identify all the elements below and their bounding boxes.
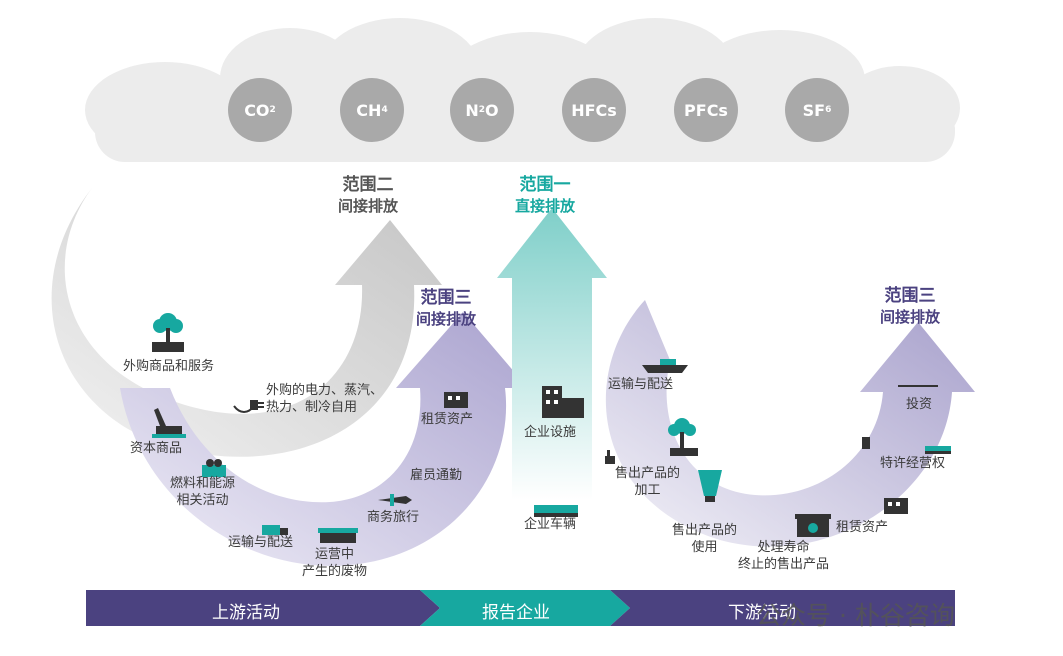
scope3-downstream-arrow: [605, 300, 975, 547]
building-icon-downstream: [884, 498, 908, 514]
excavator-icon: [152, 408, 186, 438]
plug-icon: [233, 400, 264, 413]
scope3-downstream-label: 范围三间接排放: [880, 286, 941, 326]
label-investments: 投资: [906, 397, 933, 412]
label-upstream-transport: 运输与配送: [228, 535, 294, 550]
reporting-bar: [420, 590, 630, 626]
building-icon: [444, 392, 468, 408]
label-waste: 运营中 产生的废物: [302, 547, 368, 579]
shop-icon: [862, 437, 870, 449]
truck-icon: [262, 525, 288, 535]
label-business-travel: 商务旅行: [367, 510, 420, 525]
scope2-label: 范围二间接排放: [338, 175, 399, 215]
store-icon: [925, 446, 951, 454]
scope1-arrow: [497, 208, 607, 500]
label-upstream-leased: 租赁资产: [421, 412, 474, 427]
coal-cart-icon: [202, 459, 226, 477]
label-vehicles: 企业车辆: [524, 517, 577, 532]
label-purchased-goods: 外购商品和服务: [123, 359, 215, 374]
recycle-bin-icon: [795, 514, 831, 537]
watermark: 公众号 · 朴谷咨询: [756, 601, 955, 630]
label-purchased-energy: 外购的电力、蒸汽、 热力、制冷自用: [266, 383, 384, 415]
label-use: 售出产品的 使用: [672, 523, 738, 555]
label-capital-goods: 资本商品: [130, 441, 183, 456]
label-fuel-energy: 燃料和能源 相关活动: [170, 476, 236, 508]
tree-factory-icon-downstream: [668, 418, 698, 456]
label-facilities: 企业设施: [524, 425, 577, 440]
label-downstream-transport: 运输与配送: [608, 377, 674, 392]
bar-reporting-label: 报告企业: [482, 603, 550, 623]
upstream-bar: [86, 590, 440, 626]
label-processing: 售出产品的 加工: [615, 466, 681, 498]
small-chimney-icon: [605, 450, 615, 464]
waste-bin-icon: [318, 528, 358, 543]
plane-icon: [378, 494, 412, 506]
lightbulb-icon: [698, 470, 722, 502]
tree-factory-icon: [152, 313, 184, 352]
scope3-upstream-arrow: [120, 312, 528, 566]
label-commuting: 雇员通勤: [410, 468, 463, 483]
vehicle-icon: [534, 505, 578, 517]
scope1-label: 范围一直接排放: [515, 175, 576, 215]
bar-downstream-label: 下游活动: [728, 603, 796, 623]
scope2-arrow: [51, 188, 442, 457]
label-downstream-leased: 租赁资产: [836, 520, 889, 535]
label-franchises: 特许经营权: [880, 456, 946, 471]
downstream-bar: [610, 590, 955, 626]
gas-hfcs: HFCs: [562, 78, 626, 142]
ship-icon: [642, 359, 688, 373]
investment-icon: [898, 385, 938, 387]
bar-upstream-label: 上游活动: [212, 603, 280, 623]
scope3-upstream-label: 范围三间接排放: [416, 288, 477, 328]
label-end-of-life: 处理寿命 终止的售出产品: [738, 540, 830, 572]
gas-pfcs: PFCs: [674, 78, 738, 142]
factory-building-icon: [542, 386, 584, 418]
